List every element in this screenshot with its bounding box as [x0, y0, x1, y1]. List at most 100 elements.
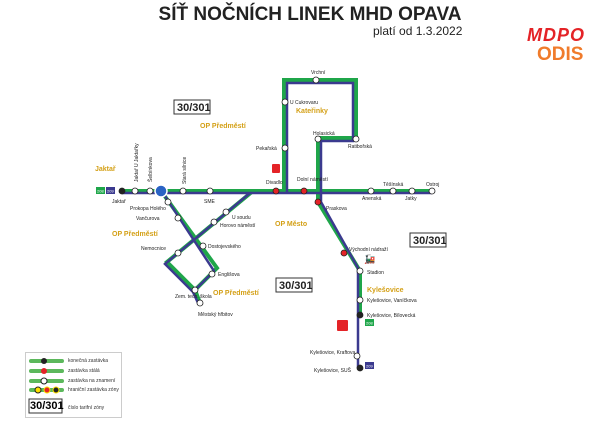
line-badge	[365, 362, 374, 369]
district-label: OP Předměstí	[112, 231, 159, 238]
stop-label: Nemocnice	[141, 246, 166, 252]
stop-label: Jaktař	[112, 199, 126, 205]
odis-logo: ODIS	[537, 44, 584, 65]
valid-from: platí od 1.3.2022	[373, 24, 463, 38]
stop-label: Horovo náměstí	[220, 223, 256, 229]
zone-box	[409, 232, 447, 248]
stop-label: Těšínská	[383, 182, 404, 188]
stop-marker	[314, 135, 322, 143]
stop-label: Kylešovice, Kraftova	[310, 350, 356, 356]
stop-marker	[208, 270, 216, 278]
stop-label: Dostojevského	[208, 244, 241, 250]
line-number: 209	[366, 364, 373, 369]
legend-zone: 30/301	[30, 400, 64, 412]
legend-fixed: zastávka stálá	[68, 368, 100, 374]
stop-marker	[367, 187, 375, 195]
stop-label: Anenská	[362, 196, 382, 202]
stop-marker	[179, 187, 187, 195]
stop-marker	[281, 98, 289, 106]
stop-label: Pekařská	[256, 146, 277, 152]
stop-marker	[356, 267, 364, 275]
district-label: Kylešovice	[367, 287, 404, 294]
stop-label: Ostroj	[426, 182, 439, 188]
mdpo-logo: MDPO	[527, 25, 585, 45]
zone-box	[275, 277, 313, 293]
stop-marker	[146, 187, 154, 195]
stop-label: Kylešovice, Bílovecká	[367, 313, 416, 319]
stop-marker	[408, 187, 416, 195]
line-number: 208	[97, 189, 104, 194]
stop-label: Kylešovice, SUŠ	[314, 367, 352, 374]
stop-marker	[174, 249, 182, 257]
info-icon	[272, 164, 280, 173]
stop-marker	[356, 296, 364, 304]
district-label: Kateřinky	[296, 108, 328, 115]
legend-zone-label: číslo tarifní zóny	[68, 405, 105, 411]
zone-label: 30/301	[279, 280, 313, 292]
stop-label: Dolní náměstí	[297, 177, 328, 183]
zone-label: 30/301	[177, 102, 211, 114]
stop-label: U soudu	[232, 215, 251, 221]
info-icon	[337, 320, 348, 331]
stop-label: SME	[204, 199, 216, 205]
line-badge	[365, 319, 374, 326]
stop-label: Vrchní	[311, 70, 326, 76]
line-badge	[106, 187, 115, 194]
roundabout-icon	[154, 184, 168, 198]
stop-label: Zem. tech. škola	[175, 294, 212, 300]
stop-label: Jaktař U Jaktařky	[134, 143, 140, 182]
legend-terminal: konečná zastávka	[68, 358, 109, 364]
stop-marker	[272, 187, 280, 195]
stop-label: Englišova	[218, 272, 240, 278]
stop-marker	[131, 187, 139, 195]
line-number: 209	[107, 189, 114, 194]
stop-marker	[191, 286, 199, 294]
stop-marker	[312, 76, 320, 84]
stop-marker	[118, 187, 126, 195]
stop-marker	[352, 135, 360, 143]
legend-request: zastávka na znamení	[68, 378, 116, 384]
stop-marker	[174, 214, 182, 222]
stop-marker	[314, 198, 322, 206]
stop-marker	[389, 187, 397, 195]
stop-marker	[353, 352, 361, 360]
stop-marker	[340, 249, 348, 257]
stop-label: Divadlo	[266, 180, 283, 186]
legend: konečná zastávka zastávka stálá zastávka…	[25, 352, 122, 418]
stop-marker	[281, 144, 289, 152]
district-label: Jaktař	[95, 166, 116, 173]
stop-label: Praskova	[326, 206, 347, 212]
stop-marker	[222, 208, 230, 216]
district-label: OP Předměstí	[213, 290, 260, 297]
stop-label: Ratibořská	[348, 144, 372, 150]
train-icon: 🚂	[364, 253, 375, 264]
stop-label: Stará silnice	[182, 157, 188, 184]
stop-marker	[356, 364, 364, 372]
district-label: OP Předměstí	[200, 123, 247, 130]
stop-label: Prokopa Holého	[130, 206, 166, 212]
line-number: 208	[366, 321, 373, 326]
stop-label: Stadion	[367, 270, 384, 276]
stop-marker	[356, 311, 364, 319]
stop-marker	[196, 299, 204, 307]
stop-label: Vančurova	[136, 216, 160, 222]
stop-marker	[300, 187, 308, 195]
stop-label: Východní nádraží	[349, 247, 389, 253]
map-title: SÍŤ NOČNÍCH LINEK MHD OPAVA	[158, 4, 462, 25]
stop-label: U Cukrovaru	[290, 100, 318, 106]
stop-marker	[199, 242, 207, 250]
stop-label: Městský hřbitov	[198, 312, 233, 318]
zone-label: 30/301	[413, 235, 447, 247]
stop-label: Šelbínkova	[147, 157, 154, 182]
stop-marker	[164, 198, 172, 206]
stop-marker	[428, 187, 436, 195]
district-label: OP Město	[275, 221, 307, 228]
legend-border: hraniční zastávka zóny	[68, 387, 119, 393]
stop-label: Holasická	[313, 131, 335, 137]
stop-marker	[210, 218, 218, 226]
line-badge	[96, 187, 105, 194]
zone-box	[173, 99, 211, 115]
stop-label: Jatky	[405, 196, 417, 202]
